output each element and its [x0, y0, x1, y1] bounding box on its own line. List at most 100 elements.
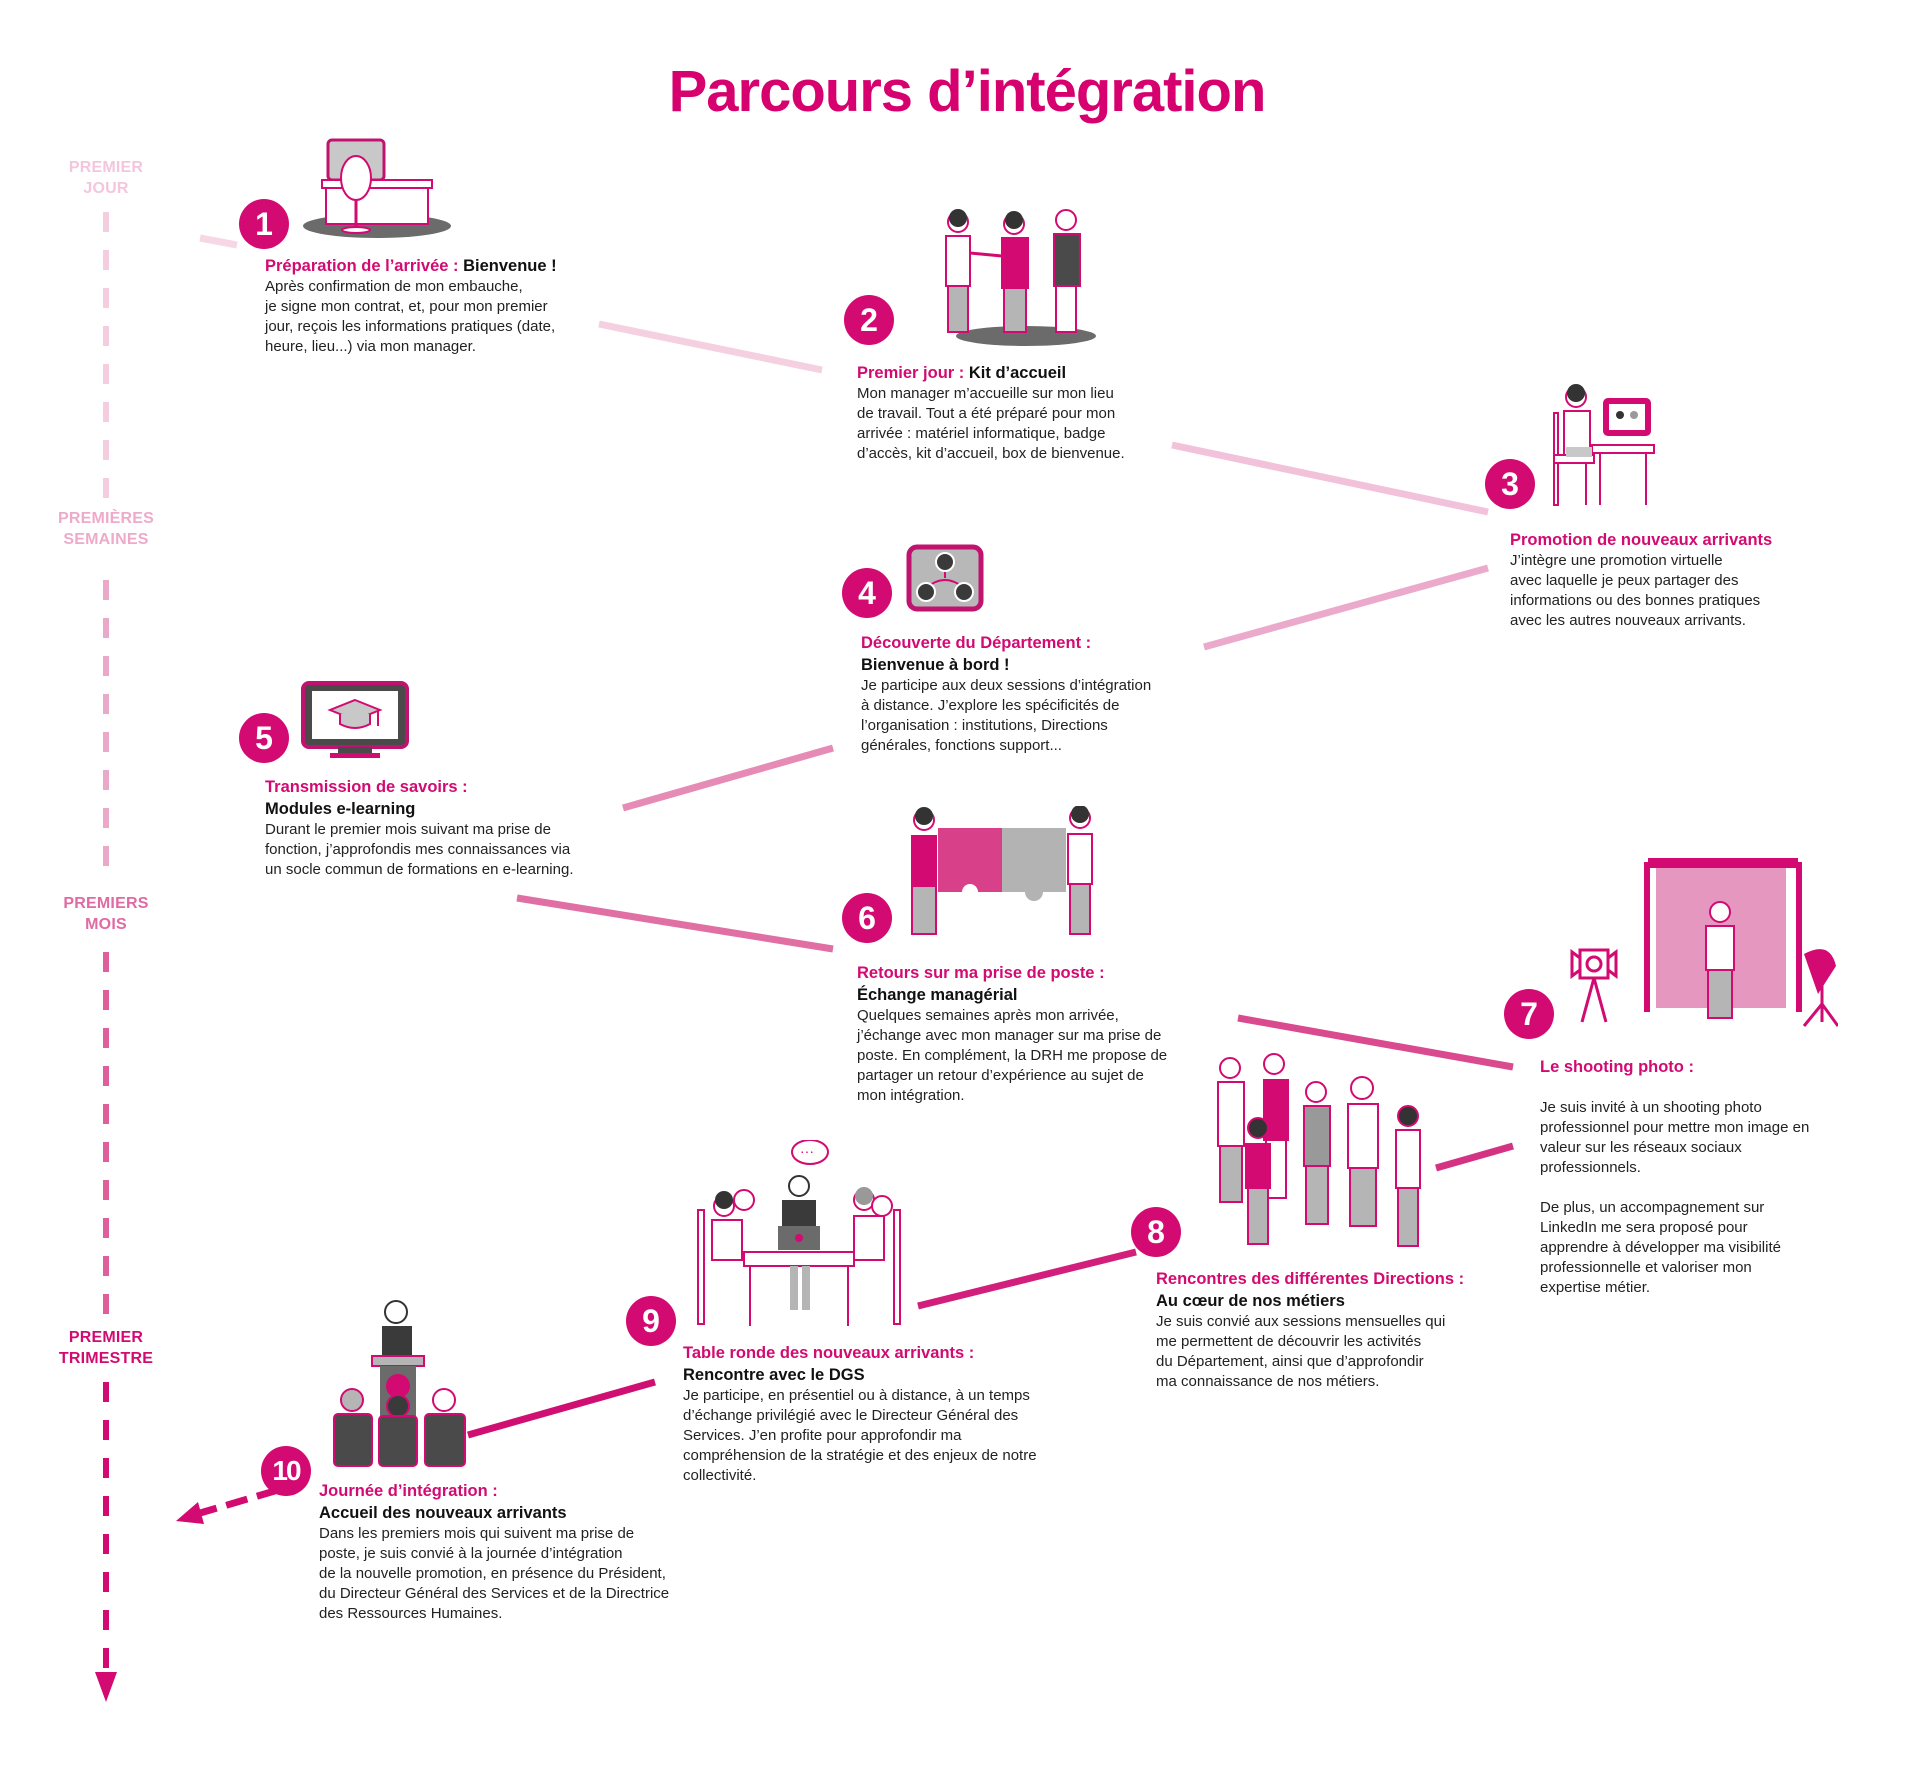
timeline-axis: [95, 212, 117, 1702]
body-line: d’accès, kit d’accueil, box de bienvenue…: [857, 445, 1125, 462]
body-line: mon intégration.: [857, 1087, 965, 1104]
network-icon: [906, 544, 984, 612]
body-line: de travail. Tout a été préparé pour mon: [857, 405, 1116, 422]
body-line: à distance. J’explore les spécificités d…: [861, 697, 1120, 714]
svg-text:···: ···: [800, 1143, 814, 1159]
handshake-icon: [945, 209, 1096, 346]
body-line: d’échange privilégié avec le Directeur G…: [683, 1407, 1019, 1424]
body-line: Quelques semaines après mon arrivée,: [857, 1007, 1119, 1024]
body-line: des Ressources Humaines.: [319, 1605, 503, 1622]
step-heading-accent: Préparation de l’arrivée :: [265, 257, 459, 275]
step-heading: Transmission de savoirs :: [265, 778, 468, 796]
connector-4-5: [622, 744, 834, 812]
step-heading: Journée d’intégration :: [319, 1482, 498, 1500]
connector-1-2: [598, 320, 823, 374]
step-subtitle: Rencontre avec le DGS: [683, 1366, 865, 1384]
timeline-arrow-icon: [95, 1672, 117, 1702]
phase-label: TRIMESTRE: [58, 1350, 154, 1367]
step-number-badge: 4: [842, 568, 892, 618]
body-line: ma connaissance de nos métiers.: [1156, 1373, 1380, 1390]
body-line: Services. J’en profite pour approfondir …: [683, 1427, 962, 1444]
body-line: générales, fonctions support...: [861, 737, 1062, 754]
step-heading: Table ronde des nouveaux arrivants :: [683, 1344, 975, 1362]
step-heading: Découverte du Département :: [861, 634, 1092, 652]
photo-studio-icon: [1570, 858, 1838, 1027]
body-line: compréhension de la stratégie et des enj…: [683, 1447, 1037, 1464]
connector-9-10: [467, 1378, 656, 1439]
step-7: Le shooting photo : Je suis invité à un …: [1540, 1056, 1809, 1298]
body-line: J’intègre une promotion virtuelle: [1510, 552, 1723, 569]
connector-8-9: [917, 1248, 1137, 1310]
step-body: Je suis invité à un shooting photo profes…: [1540, 1078, 1809, 1298]
body-line: informations ou des bonnes pratiques: [1510, 592, 1761, 609]
round-table-icon: ···: [697, 1140, 901, 1326]
connector-3-4: [1203, 564, 1489, 651]
connector-0-1: [199, 234, 238, 249]
step-number-badge: 3: [1485, 459, 1535, 509]
body-line: LinkedIn me sera proposé pour: [1540, 1219, 1748, 1236]
step-6: Retours sur ma prise de poste : Échange …: [857, 962, 1167, 1106]
step-body: Je participe, en présentiel ou à distanc…: [683, 1386, 1037, 1486]
step-1: Préparation de l’arrivée : Bienvenue ! A…: [265, 255, 557, 357]
body-line: professionnelle et valoriser mon: [1540, 1259, 1752, 1276]
step-heading-dark: Bienvenue !: [458, 257, 557, 275]
puzzle-icon: [911, 806, 1093, 935]
body-line: l’organisation : institutions, Direction…: [861, 717, 1108, 734]
phase-premier-trimestre: PREMIER TRIMESTRE: [31, 1327, 181, 1369]
step-number-badge: 8: [1131, 1207, 1181, 1257]
step-heading: Retours sur ma prise de poste :: [857, 964, 1105, 982]
step-subtitle: Accueil des nouveaux arrivants: [319, 1504, 567, 1522]
step-body: Dans les premiers mois qui suivent ma pr…: [319, 1524, 669, 1624]
step-number-badge: 6: [842, 893, 892, 943]
body-line: Je participe, en présentiel ou à distanc…: [683, 1387, 1030, 1404]
connector-10-end: [189, 1486, 279, 1520]
body-line: me permettent de découvrir les activités: [1156, 1333, 1422, 1350]
step-number-badge: 1: [239, 199, 289, 249]
body-line: je signe mon contrat, et, pour mon premi…: [265, 298, 548, 315]
body-line: du Département, ainsi que d’approfondir: [1156, 1353, 1424, 1370]
phase-premieres-semaines: PREMIÈRES SEMAINES: [31, 508, 181, 550]
step-body: Je suis convié aux sessions mensuelles q…: [1156, 1312, 1464, 1392]
phase-premier-jour: PREMIER JOUR: [31, 157, 181, 199]
connector-7-8: [1435, 1142, 1514, 1172]
body-line: arrivée : matériel informatique, badge: [857, 425, 1106, 442]
step-2: Premier jour : Kit d’accueil Mon manager…: [857, 362, 1125, 464]
body-line: Je suis invité à un shooting photo: [1540, 1099, 1762, 1116]
step-subtitle: Bienvenue à bord !: [861, 656, 1010, 674]
body-line: [1540, 1178, 1809, 1198]
step-subtitle: Au cœur de nos métiers: [1156, 1292, 1345, 1310]
body-line: Durant le premier mois suivant ma prise …: [265, 821, 551, 838]
group-icon: [1217, 1053, 1421, 1247]
connector-5-6: [516, 894, 834, 953]
body-line: poste, je suis convié à la journée d’int…: [319, 1545, 623, 1562]
step-body: Durant le premier mois suivant ma prise …: [265, 820, 574, 880]
step-number-badge: 10: [261, 1446, 311, 1496]
body-line: Je suis convié aux sessions mensuelles q…: [1156, 1313, 1446, 1330]
step-heading: Le shooting photo :: [1540, 1058, 1694, 1076]
phase-label: MOIS: [85, 916, 127, 933]
elearning-icon: [301, 681, 409, 758]
body-line: [1540, 1078, 1809, 1098]
body-line: Après confirmation de mon embauche,: [265, 278, 523, 295]
step-heading: Promotion de nouveaux arrivants: [1510, 531, 1773, 549]
step-4: Découverte du Département : Bienvenue à …: [861, 632, 1151, 756]
body-line: valeur sur les réseaux sociaux: [1540, 1139, 1742, 1156]
phase-label: JOUR: [83, 180, 129, 197]
step-heading-accent: Premier jour :: [857, 364, 965, 382]
step-8: Rencontres des différentes Directions : …: [1156, 1268, 1464, 1392]
speaker-podium-icon: [333, 1300, 466, 1467]
step-body: Quelques semaines après mon arrivée,j’éc…: [857, 1006, 1167, 1106]
body-line: jour, reçois les informations pratiques …: [265, 318, 556, 335]
body-line: expertise métier.: [1540, 1279, 1651, 1296]
connector-6-7: [1237, 1014, 1514, 1071]
step-heading: Rencontres des différentes Directions :: [1156, 1270, 1465, 1288]
step-body: Après confirmation de mon embauche, je si…: [265, 277, 557, 357]
body-line: apprendre à développer ma visibilité: [1540, 1239, 1781, 1256]
step-heading: Premier jour : Kit d’accueil: [857, 362, 1125, 384]
body-line: partager un retour d’expérience au sujet…: [857, 1067, 1144, 1084]
body-line: heure, lieu...) via mon manager.: [265, 338, 476, 355]
phase-label: PREMIER: [68, 159, 144, 176]
body-line: du Directeur Général des Services et de …: [319, 1585, 670, 1602]
